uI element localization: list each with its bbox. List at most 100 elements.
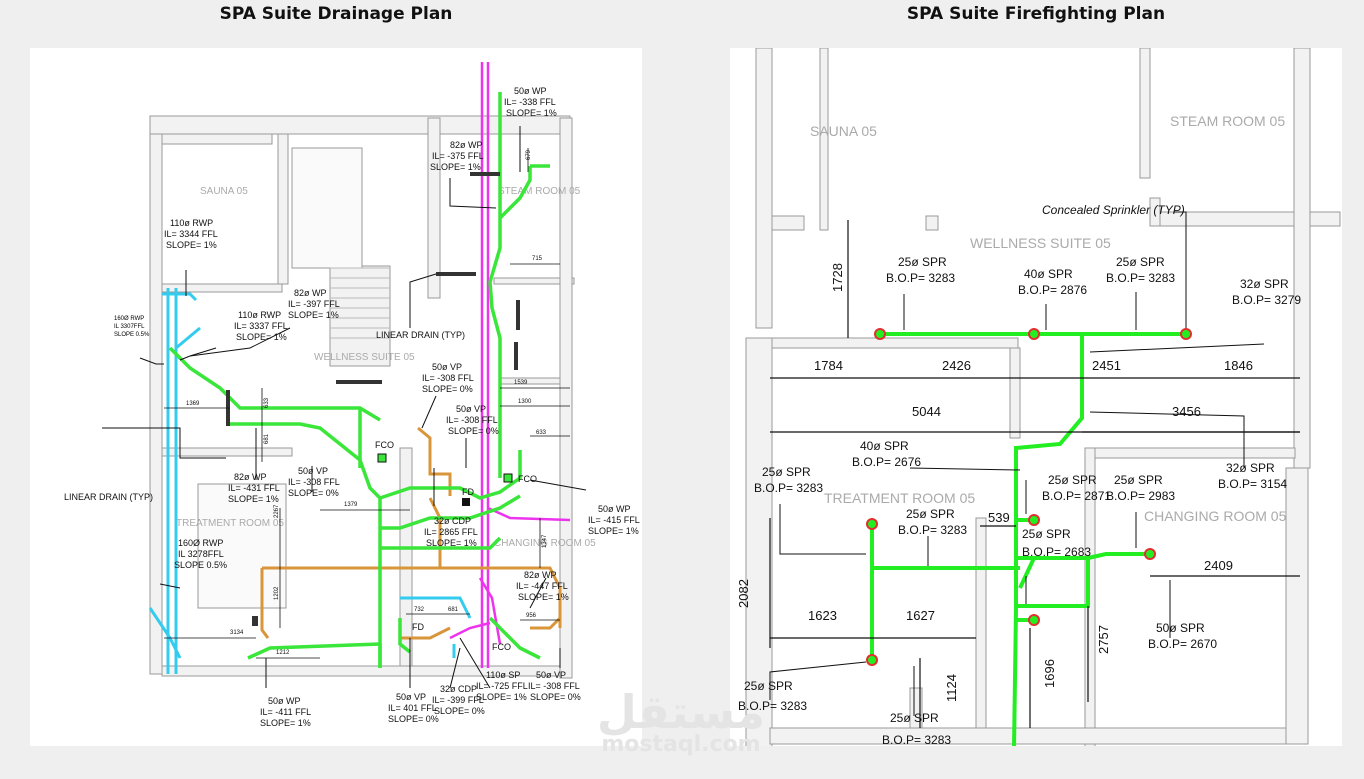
drain-label-4-c: SLOPE= 1% [236,332,287,342]
drain-label-12-b: IL= -308 FFL [288,477,340,487]
condensate-pipes [260,426,562,640]
ff-label-11-a: 25ø SPR [1022,527,1071,541]
drain-dim-6: 633 [264,397,270,408]
drain-label-5-a: 82ø WP [294,288,327,298]
ff-label-13-a: 25ø SPR [744,679,793,693]
ff-label-9-a: 25ø SPR [1048,473,1097,487]
ff-label-13-b: B.O.P= 3283 [738,699,807,713]
drain-room-steam: STEAM ROOM 05 [498,186,581,197]
drain-dim-2: 715 [532,256,543,262]
drain-label-2-b: IL= -375 FFL [432,151,484,161]
drain-label-5-b: IL= -397 FFL [288,299,340,309]
ff-label-4-b: B.O.P= 3279 [1232,293,1301,307]
drain-label-3-a: 110ø RWP [170,218,213,228]
ff-label-2-a: 40ø SPR [1024,267,1073,281]
ff-label-12-a: 50ø SPR [1156,621,1205,635]
drainage-plan-drawing: SAUNA 05 STEAM ROOM 05 WELLNESS SUITE 05… [64,62,640,728]
ff-label-10-b: B.O.P= 2983 [1106,489,1175,503]
sprinkler-head-2 [1028,328,1040,340]
drain-label-12-c: SLOPE= 0% [288,488,339,498]
drain-label-21-c: SLOPE= 0% [530,692,581,702]
ff-room-changing: CHANGING ROOM 05 [1144,508,1287,524]
drain-label-19-c: SLOPE= 0% [434,706,485,716]
drain-tag-fco-2: FCO [518,474,537,484]
ff-dim-7: 3456 [1172,404,1201,419]
drain-label-13-b: IL= -415 FFL [588,515,640,525]
drain-label-18-c: SLOPE= 0% [388,714,439,724]
drain-label-13-c: SLOPE= 1% [588,526,639,536]
ff-label-1-b: B.O.P= 3283 [886,271,955,285]
drain-label-19-a: 32ø CDP [440,684,477,694]
sprinkler-head-3 [1180,328,1192,340]
ff-label-8-a: 25ø SPR [906,507,955,521]
ff-label-7-a: 25ø SPR [762,465,811,479]
drain-label-14-a: 160Ø RWP [178,538,223,548]
drain-label-8-b: IL= -308 FFL [422,373,474,383]
fd-marker-1 [462,498,470,506]
drain-dim-13: 1212 [276,650,290,656]
ff-room-sauna: SAUNA 05 [810,123,877,139]
drain-label-20-c: SLOPE= 1% [476,692,527,702]
ff-label-6-b: B.O.P= 3154 [1218,477,1287,491]
ff-label-2-b: B.O.P= 2876 [1018,283,1087,297]
ff-dim-12: 1627 [906,608,935,623]
ff-walls [745,48,1341,746]
ff-label-14-a: 25ø SPR [890,711,939,725]
sprinkler-head-7 [1028,614,1040,626]
drain-label-1-a: 50ø WP [514,86,547,96]
ff-room-wellness: WELLNESS SUITE 05 [970,235,1111,251]
sprinkler-head-1 [874,328,886,340]
drain-label-5-c: SLOPE= 1% [288,310,339,320]
ff-dim-8: 539 [988,510,1010,525]
sprinkler-head-4 [866,518,878,530]
drain-label-2-a: 82ø WP [450,140,483,150]
drain-label-11-b: IL= -431 FFL [228,483,280,493]
drain-label-11-c: SLOPE= 1% [228,494,279,504]
drain-dim-12: 3134 [230,630,244,636]
ff-dim-6: 5044 [912,404,941,419]
drain-label-2-c: SLOPE= 1% [430,162,481,172]
ff-dimension-texts: 1728 1784 2426 2451 1846 5044 3456 539 2… [736,263,1253,702]
drain-label-8-a: 50ø VP [432,362,462,372]
drain-dim-8: 681 [264,433,270,444]
sprinkler-head-6 [1144,548,1156,560]
drain-dim-3: 1539 [514,380,528,386]
drain-label-16-c: SLOPE= 1% [518,592,569,602]
drain-room-changing: CHANGING ROOM 05 [494,538,596,549]
drain-dim-14: 1202 [274,586,280,600]
ff-dimension-lines [769,220,1300,728]
drain-tag-fco-1: FCO [375,440,394,450]
ff-room-steam: STEAM ROOM 05 [1170,113,1285,129]
ff-label-8-b: B.O.P= 3283 [898,523,967,537]
ff-leader-lines [769,211,1265,716]
drain-room-treatment: TREATMENT ROOM 05 [176,518,284,529]
drain-label-18-b: IL= 401 FFL [388,703,437,713]
drainage-walls [149,115,575,679]
fco-marker-2 [503,473,513,483]
drain-tag-fd-2: FD [412,622,424,632]
sprinkler-head-8 [866,654,878,666]
ff-dim-4: 2451 [1092,358,1121,373]
ff-dim-3: 2426 [942,358,971,373]
drain-label-3-b: IL= 3344 FFL [164,229,218,239]
